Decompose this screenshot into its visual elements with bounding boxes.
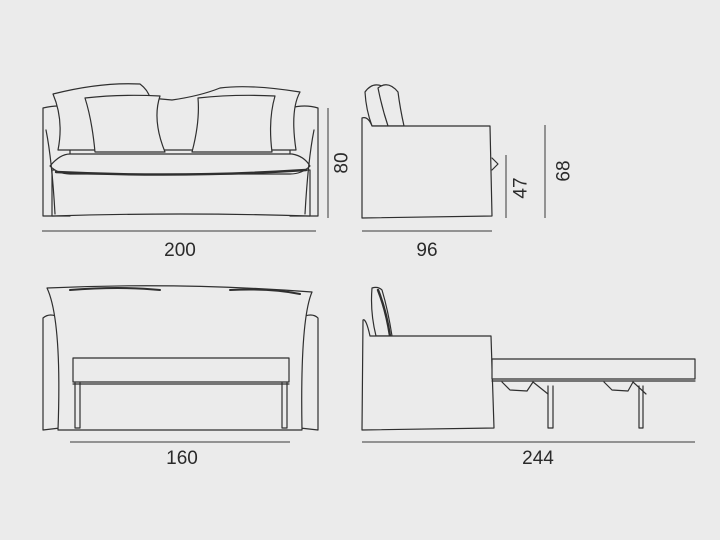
side-height-label: 68 xyxy=(553,160,575,182)
sofa-front-view xyxy=(42,83,319,217)
bed-length-label: 244 xyxy=(522,448,554,469)
bed-front-view xyxy=(42,285,319,431)
bed-width-label: 160 xyxy=(166,448,198,469)
sofa-side-view xyxy=(361,84,499,219)
front-width-label: 200 xyxy=(164,240,196,261)
bed-side-view xyxy=(361,286,696,431)
seat-height-label: 47 xyxy=(510,177,532,199)
front-height-label: 80 xyxy=(331,152,353,174)
side-depth-label: 96 xyxy=(416,240,438,261)
